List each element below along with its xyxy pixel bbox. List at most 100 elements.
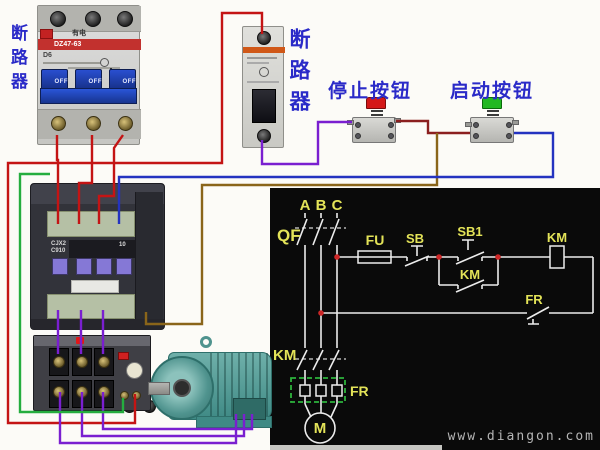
contactor-contact-block [96,258,112,275]
circuit-breaker-1pole [242,26,285,148]
motor-label: M [314,420,327,437]
fr-heater-3 [331,384,343,397]
relay-reset-button [118,352,129,360]
red-marker [76,337,84,344]
km-coil-label: KM [547,230,567,245]
contactor-contact-block [76,258,92,275]
control-circuit-lines [321,239,594,325]
breaker1-annotation: 断路器 [8,24,27,96]
contactor-bottom-terminal-strip [47,294,135,319]
start-button-screw [473,122,479,128]
relay-top-screw [53,356,65,368]
qf-label: QF [277,226,301,245]
breaker1-handle-bar [40,88,137,104]
contactor-label-strip [71,280,119,293]
start-button-cap [482,97,502,109]
stop-button-terminal [347,120,354,125]
breaker1-rating: D6 [43,52,52,59]
breaker2-spec-line [247,81,279,83]
breaker1-spec-line [43,62,101,64]
breaker1-top-screw [117,11,133,27]
stop-button-body [352,117,396,143]
relay-top-edge [34,336,150,346]
phase-a-label: A [300,197,311,214]
stop-button-screw [355,122,361,128]
breaker2-spec-line [247,62,269,64]
contactor-contact-block [52,258,68,275]
motor-symbol [304,412,336,444]
schematic-drawing: A B C QF FU SB SB1 KM KM KM FR FR M [273,197,594,444]
breaker2-top-screw [257,31,271,45]
breaker2-brand-band [243,47,285,53]
fr-element-box [290,377,346,403]
relay-top-screw [98,356,110,368]
junction-dot [436,254,442,260]
breaker1-tag: 有电 [72,30,86,37]
motor-hub [173,379,191,397]
breaker1-logo [40,29,53,39]
relay-aux-screw [132,391,141,400]
fr-element-label: FR [350,383,369,399]
phase-b-label: B [316,197,327,214]
contactor-badge: 10 [119,242,126,248]
breaker2-bottom-screw [257,129,271,143]
motor-shaft [148,382,170,395]
stop-button-screw [388,122,394,128]
start-button-screw [506,133,512,139]
contactor-model-line2: C910 [51,248,66,254]
contactor-model-line1: CJX2 [51,241,67,247]
stop-button-annotation: 停止按钮 [328,81,413,102]
circuit-breaker-3pole: 有电 DZ47-63 D6 OFF OFF OFF [37,5,141,145]
km-aux-label: KM [460,267,480,282]
relay-aux-screw [120,391,129,400]
breaker1-handle-label: OFF [88,79,102,85]
sb-label: SB [406,231,424,246]
relay-bottom-screw [76,386,88,398]
electric-motor [148,336,278,430]
breaker1-top-screw [50,11,66,27]
relay-top-screw [76,356,88,368]
motor-terminal-box [233,398,266,420]
fr-heater-1 [299,384,311,397]
breaker1-spec-line [68,67,120,69]
stop-button-terminal [394,118,401,123]
fu-label: FU [366,232,385,248]
motor-lifting-eye [200,336,212,348]
relay-bottom-screw [53,386,65,398]
phase-c-label: C [332,197,343,214]
breaker1-handle-label: OFF [54,79,68,85]
breaker1-bottom-screw [118,116,133,131]
breaker1-model-band: DZ47-63 [38,39,141,50]
stop-button-screw [355,133,361,139]
contactor-top-terminal-strip [47,211,135,237]
fr-contact-label: FR [525,292,543,307]
junction-dot [334,254,340,260]
start-button-body [470,117,514,143]
start-button-screw [506,122,512,128]
km-main-label: KM [273,347,296,364]
start-button-terminal [512,120,519,125]
breaker2-spec-line [247,57,277,59]
contactor-base [31,319,164,330]
schematic-panel: A B C QF FU SB SB1 KM KM KM FR FR M www.… [270,188,600,450]
start-button-annotation: 启动按钮 [450,81,535,102]
breaker1-top-screw [85,11,101,27]
breaker2-toggle-handle [252,89,276,123]
km-coil-symbol [549,245,565,269]
contactor-side-column [135,192,163,322]
fr-heater-2 [315,384,327,397]
relay-bottom-screw [98,386,110,398]
junction-dot [318,310,324,316]
start-button-spring [487,110,499,121]
contactor-contact-block [116,258,132,275]
breaker1-cert-mark [100,58,109,67]
stop-button-screw [388,133,394,139]
sb1-label: SB1 [457,224,482,239]
stop-button-cap [366,97,386,109]
breaker2-cert-mark [259,67,269,77]
junction-dot [495,254,501,260]
breaker1-bottom-screw [86,116,101,131]
panel-bottom-strip [270,445,442,450]
